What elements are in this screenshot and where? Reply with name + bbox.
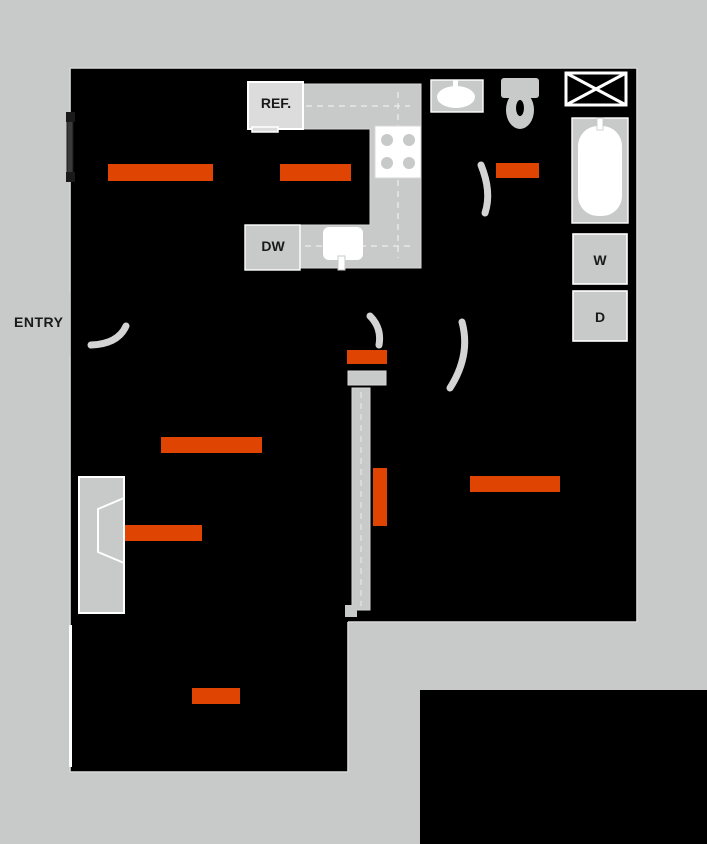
dryer-fixture xyxy=(572,290,628,342)
toilet-fixture xyxy=(501,78,539,129)
bathtub-fixture xyxy=(571,117,629,224)
dishwasher-label: DW xyxy=(261,238,285,254)
kitchen-sink-fixture xyxy=(323,227,363,271)
linen-closet-fixture xyxy=(564,71,628,107)
bathroom-sink-fixture xyxy=(430,79,484,113)
redacted-room-labels xyxy=(108,163,560,704)
partition-stub-bottom xyxy=(345,605,357,617)
interior-partitions xyxy=(347,370,387,611)
cooktop-fixture xyxy=(374,125,422,179)
redaction-living-room xyxy=(108,164,213,181)
redaction-bathroom xyxy=(496,163,539,178)
refrigerator-label: REF. xyxy=(261,95,291,111)
door-swings xyxy=(87,161,492,392)
redaction-dining xyxy=(161,437,262,453)
bedroom-door-swing xyxy=(446,318,469,392)
entry-pad xyxy=(0,293,70,355)
window-upper-left xyxy=(66,112,75,182)
bay-window-seat xyxy=(78,476,125,614)
lower-right-block xyxy=(420,690,707,844)
lower-left-wall-tick xyxy=(69,625,72,767)
dishwasher-fixture xyxy=(244,224,301,271)
entry-door-swing xyxy=(87,322,130,349)
refrigerator-fixture xyxy=(247,81,304,133)
bathroom-door-swing xyxy=(477,161,492,217)
entry-label: ENTRY xyxy=(14,314,64,330)
hall-door-swing xyxy=(366,312,384,349)
washer-label: W xyxy=(593,252,607,268)
redaction-window-seat xyxy=(125,525,202,541)
redaction-kitchen xyxy=(280,164,351,181)
washer-fixture xyxy=(572,233,628,285)
dryer-label: D xyxy=(595,309,605,325)
redaction-patio xyxy=(192,688,240,704)
redaction-closet-vertical xyxy=(373,468,387,526)
redaction-hall-closet xyxy=(347,350,387,364)
redaction-bedroom xyxy=(470,476,560,492)
